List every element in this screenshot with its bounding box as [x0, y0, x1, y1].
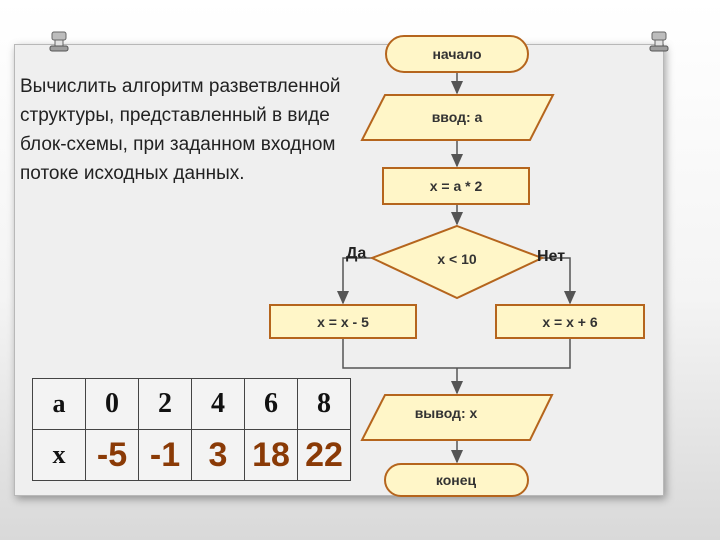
x-value-cell: 18 [245, 430, 298, 481]
a-value-cell: 0 [86, 379, 139, 430]
yes-label: Да [346, 245, 366, 262]
row-x-label: x [33, 430, 86, 481]
row-a-label: a [33, 379, 86, 430]
x-value-cell: 3 [192, 430, 245, 481]
input-block: ввод: а [362, 95, 553, 140]
a-value-cell: 6 [245, 379, 298, 430]
branch-no-block: x = x + 6 [496, 305, 644, 338]
branch-yes-block: x = x - 5 [270, 305, 416, 338]
output-label: вывод: x [415, 405, 478, 421]
branch-yes-label: x = x - 5 [317, 314, 369, 330]
end-label: конец [436, 472, 477, 488]
a-value-cell: 8 [298, 379, 351, 430]
x-value-cell: 22 [298, 430, 351, 481]
table-row: a 0 2 4 6 8 [33, 379, 351, 430]
a-value-cell: 4 [192, 379, 245, 430]
no-label: Нет [537, 248, 565, 265]
a-value-cell: 2 [139, 379, 192, 430]
end-block: конец [385, 464, 528, 496]
io-table: a 0 2 4 6 8 x -5 -1 3 18 22 [32, 378, 351, 481]
condition-block: x < 10 [372, 226, 542, 298]
assign-label: x = a * 2 [430, 178, 483, 194]
x-value-cell: -5 [86, 430, 139, 481]
condition-label: x < 10 [437, 251, 477, 267]
x-value-cell: -1 [139, 430, 192, 481]
input-label: ввод: а [432, 109, 483, 125]
branch-no-label: x = x + 6 [542, 314, 597, 330]
start-block: начало [386, 36, 528, 72]
assign-block: x = a * 2 [383, 168, 529, 204]
output-block: вывод: x [362, 395, 552, 440]
table-row: x -5 -1 3 18 22 [33, 430, 351, 481]
start-label: начало [432, 46, 481, 62]
